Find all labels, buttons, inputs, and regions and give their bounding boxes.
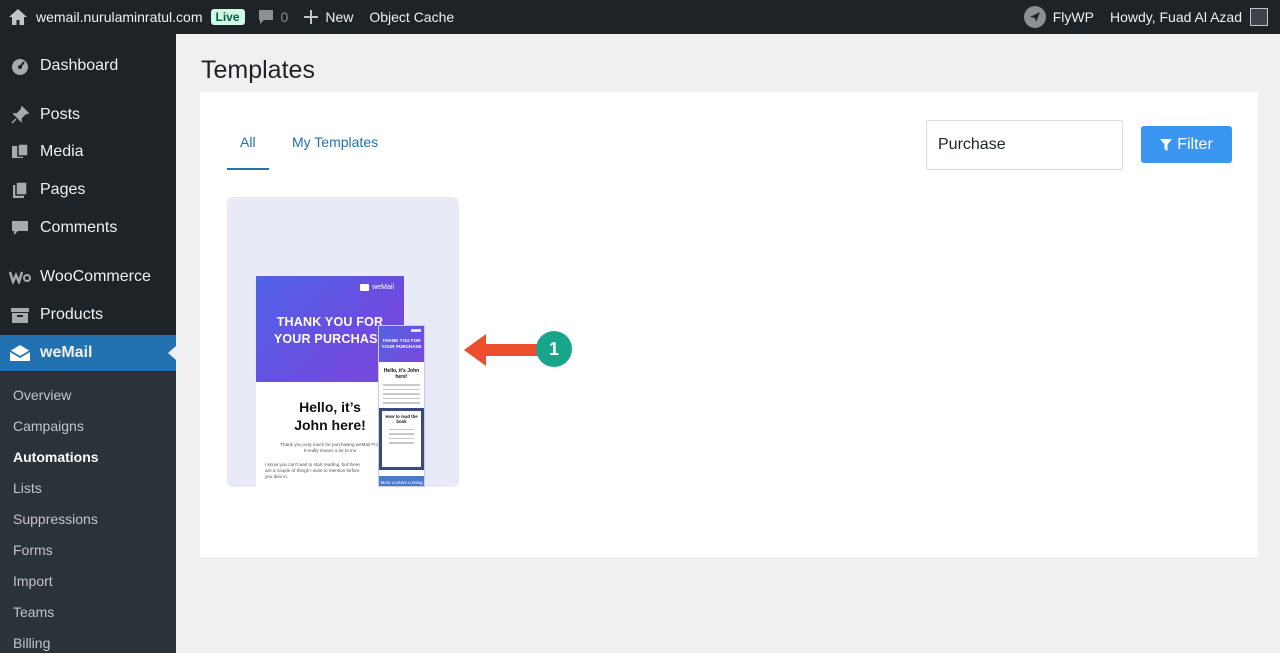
live-badge: Live [210,9,245,25]
submenu-item-forms[interactable]: Forms [13,542,53,558]
sidebar-item-comments[interactable]: Comments [0,210,176,246]
sidebar-item-pages[interactable]: Pages [0,172,176,208]
envelope-icon [360,284,370,291]
filter-label: Filter [1177,135,1213,153]
sidebar-item-media[interactable]: Media [0,134,176,170]
dashboard-icon [9,55,31,77]
templates-panel: All My Templates Purchase Filter weMail … [200,92,1258,557]
new-content-link[interactable]: New [296,0,361,34]
new-label: New [325,9,354,25]
object-cache-label: Object Cache [369,9,455,25]
step-number-badge: 1 [536,331,572,367]
archive-icon [9,304,31,326]
sidebar-item-label: Products [40,306,104,323]
filter-button[interactable]: Filter [1141,126,1232,163]
site-home-link[interactable]: wemail.nurulaminratul.com Live [0,0,249,34]
sidebar-item-products[interactable]: Products [0,297,176,333]
greeting-line-1: Hello, it’s [299,399,361,415]
sidebar-item-label: Comments [40,219,118,236]
template-preview-desktop: weMail THANK YOU FOR YOUR PURCHASE Hello… [256,276,404,487]
sidebar-item-label: Pages [40,181,86,198]
template-card-purchase[interactable]: weMail THANK YOU FOR YOUR PURCHASE Hello… [227,197,459,487]
media-icon [9,141,31,163]
pin-icon [9,104,31,126]
annotation-arrow-icon [464,334,540,366]
plus-icon [304,10,319,24]
template-search-input[interactable]: Purchase [926,120,1123,170]
mobile-text-lines [379,380,424,404]
mobile-section: How to read the book [379,407,424,470]
hero-line-2: YOUR PURCHASE [273,332,387,346]
tab-all[interactable]: All [240,134,256,150]
submenu-item-suppressions[interactable]: Suppressions [13,511,98,527]
active-tab-indicator [227,168,269,170]
sidebar-item-wemail[interactable]: weMail [0,335,176,371]
flywp-icon [1023,6,1046,28]
submenu-item-import[interactable]: Import [13,573,53,589]
template-preview-mobile: THANK YOU FOR YOUR PURCHASE Hello, it's … [378,325,425,487]
comment-bubble-icon [257,9,275,25]
mobile-section-title: How to read the book [385,413,418,425]
sidebar-item-label: weMail [40,344,93,361]
comment-icon [9,217,31,239]
body-text-1: Thank you very much for purchasing weMai… [280,442,380,447]
template-body-intro: Thank you very much for purchasing weMai… [256,442,404,454]
wemail-icon [9,342,31,364]
hero-line-1: THANK YOU FOR [276,315,384,329]
submenu-item-automations[interactable]: Automations [13,449,99,465]
sidebar-item-woocommerce[interactable]: WooCommerce [0,259,176,295]
greeting-line-2: John here! [294,417,366,433]
admin-bar: wemail.nurulaminratul.com Live 0 New Obj… [0,0,1280,34]
flywp-label: FlyWP [1052,9,1094,25]
mobile-greeting: Hello, it's John here! [383,368,420,380]
woocommerce-icon [9,266,31,288]
submenu-item-overview[interactable]: Overview [13,387,72,403]
template-greeting: Hello, it’s John here! [256,398,404,434]
admin-sidebar: Dashboard Posts Media Pages Comments Woo… [0,34,176,653]
body-text-2: It really means a lot to me [303,448,357,453]
site-name: wemail.nurulaminratul.com [36,9,203,25]
mobile-hero: THANK YOU FOR YOUR PURCHASE [379,326,424,362]
home-icon [8,8,28,26]
template-logo-text: weMail [372,284,394,291]
sidebar-item-label: Dashboard [40,57,119,74]
account-menu[interactable]: Howdy, Fuad Al Azad [1102,0,1280,34]
template-body-text: I know you can't wait to start reading, … [265,462,360,479]
sidebar-item-posts[interactable]: Posts [0,97,176,133]
submenu-item-campaigns[interactable]: Campaigns [13,418,84,434]
object-cache-link[interactable]: Object Cache [361,0,462,34]
comments-count: 0 [280,9,289,25]
sidebar-item-label: Media [40,143,84,160]
mobile-cta-button: More content coming [379,475,424,486]
flywp-link[interactable]: FlyWP [1016,0,1102,34]
submenu-item-lists[interactable]: Lists [13,480,42,496]
submenu-item-billing[interactable]: Billing [13,635,51,651]
sidebar-item-label: WooCommerce [40,268,151,285]
template-hero-text: THANK YOU FOR YOUR PURCHASE [256,314,404,348]
comments-link[interactable]: 0 [249,0,297,34]
template-logo: weMail [360,284,394,291]
sidebar-item-dashboard[interactable]: Dashboard [0,48,176,84]
tab-my-templates[interactable]: My Templates [292,134,379,150]
filter-icon [1160,138,1177,151]
pages-icon [9,179,31,201]
avatar [1250,8,1268,26]
submenu-item-teams[interactable]: Teams [13,604,55,620]
howdy-label: Howdy, Fuad Al Azad [1109,9,1242,25]
wemail-submenu: Overview Campaigns Automations Lists Sup… [0,372,176,653]
sidebar-item-label: Posts [40,106,81,123]
page-title: Templates [201,56,315,84]
